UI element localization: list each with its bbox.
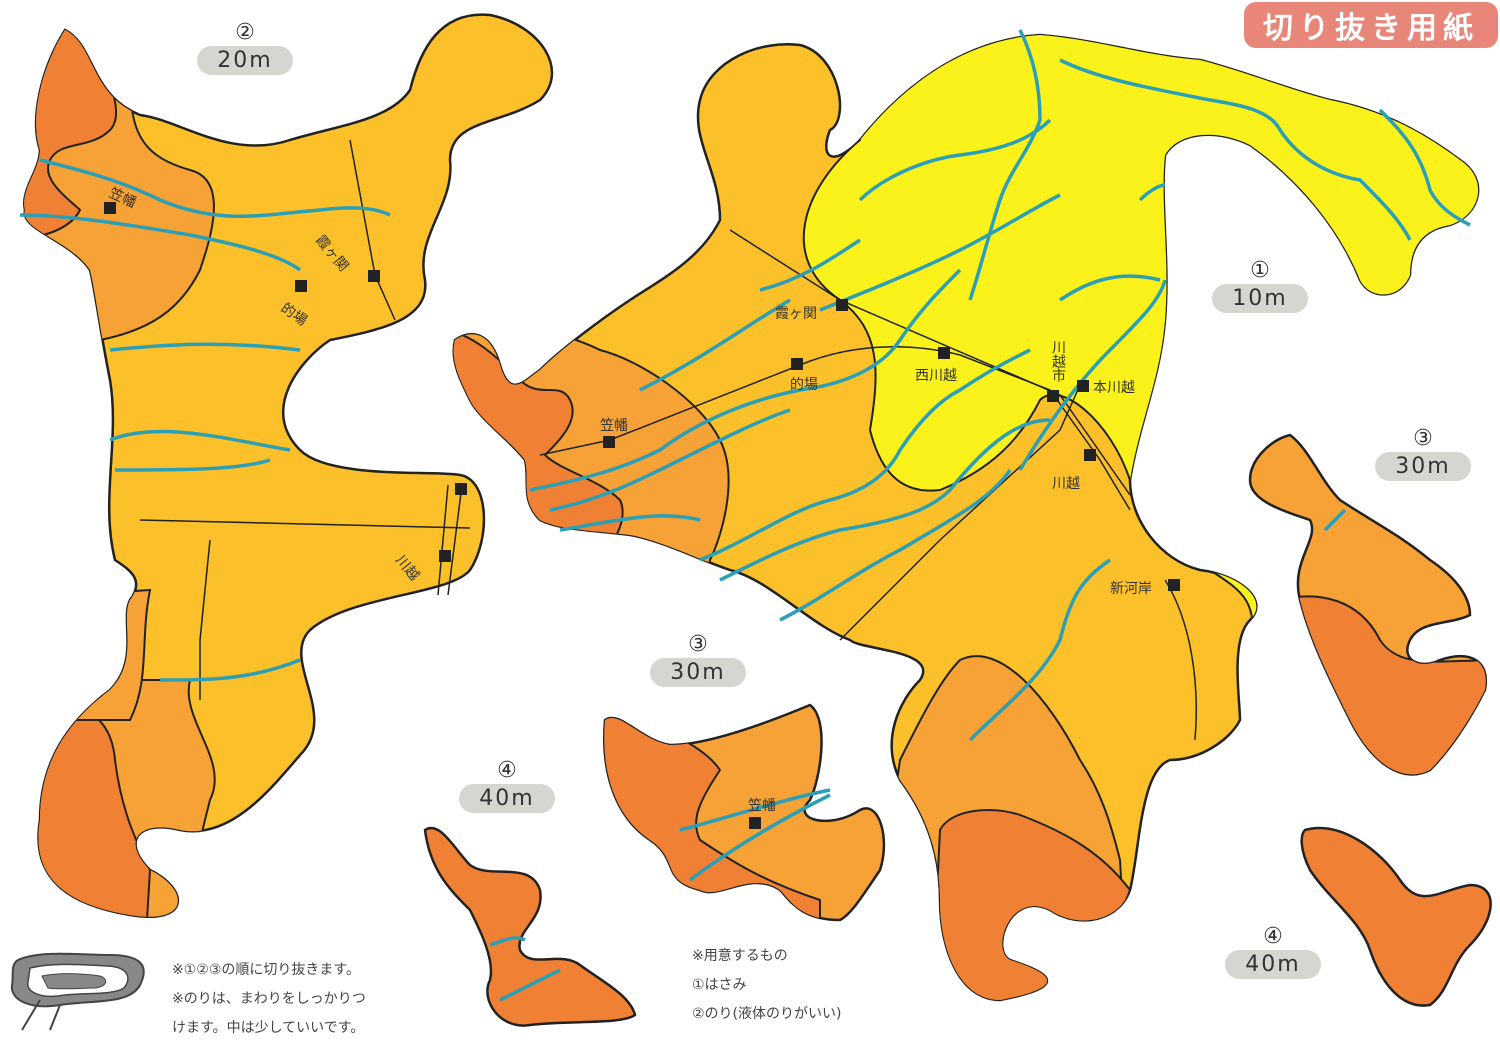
station-label: 笠幡 (600, 418, 628, 434)
elevation-badge: 40m (1225, 950, 1321, 979)
piece-label-3-center: ③ 30m (643, 632, 753, 687)
layered-sample-illustration (10, 952, 145, 1031)
instructions: ※①②③の順に切り抜きます。 ※のりは、まわりをしっかりつ けます。中は少してい… (172, 956, 366, 1043)
piece-label-1: ① 10m (1205, 258, 1315, 313)
instruction-line: ※のりは、まわりをしっかりつ (172, 991, 366, 1007)
station-label: 的場 (790, 377, 818, 393)
station-label: 新河岸 (1110, 581, 1152, 597)
elevation-badge: 40m (459, 784, 555, 813)
materials-line: ②のり(液体のりがいい) (692, 1006, 842, 1022)
piece-label-2: ② 20m (190, 20, 300, 75)
piece-3-30m-right (1248, 433, 1488, 776)
station-label: 川越 (1052, 476, 1080, 492)
elevation-badge: 20m (197, 46, 293, 75)
piece-number: ④ (1263, 924, 1283, 949)
materials-list: ※用意するもの ①はさみ ②のり(液体のりがいい) (692, 942, 841, 1029)
piece-label-3-right: ③ 30m (1368, 426, 1478, 481)
piece-3-30m-center (603, 703, 886, 922)
piece-number: ③ (688, 632, 708, 657)
materials-line: ※用意するもの (692, 948, 788, 964)
station-markers (104, 202, 1180, 829)
station-label: 笠幡 (748, 798, 776, 814)
instruction-line: ※①②③の順に切り抜きます。 (172, 962, 360, 978)
instruction-line: けます。中は少していいです。 (172, 1020, 365, 1036)
elevation-badge: 10m (1212, 284, 1308, 313)
piece-4-40m-right (1300, 826, 1492, 1007)
elevation-badge: 30m (650, 658, 746, 687)
piece-label-4-right: ④ 40m (1218, 924, 1328, 979)
materials-line: ①はさみ (692, 977, 747, 993)
piece-number: ③ (1413, 426, 1433, 451)
piece-4-40m-center (423, 826, 637, 1027)
piece-number: ④ (497, 758, 517, 783)
piece-number: ① (1250, 258, 1270, 283)
station-label: 本川越 (1093, 380, 1135, 396)
piece-label-4-center: ④ 40m (452, 758, 562, 813)
rivers (19, 29, 1471, 1002)
station-label: 西川越 (915, 368, 957, 384)
page-title: 切り抜き用紙 (1244, 2, 1498, 48)
station-label: 霞ヶ関 (775, 306, 817, 322)
piece-number: ② (235, 20, 255, 45)
station-label: 川越市 (1050, 340, 1066, 382)
elevation-badge: 30m (1375, 452, 1471, 481)
